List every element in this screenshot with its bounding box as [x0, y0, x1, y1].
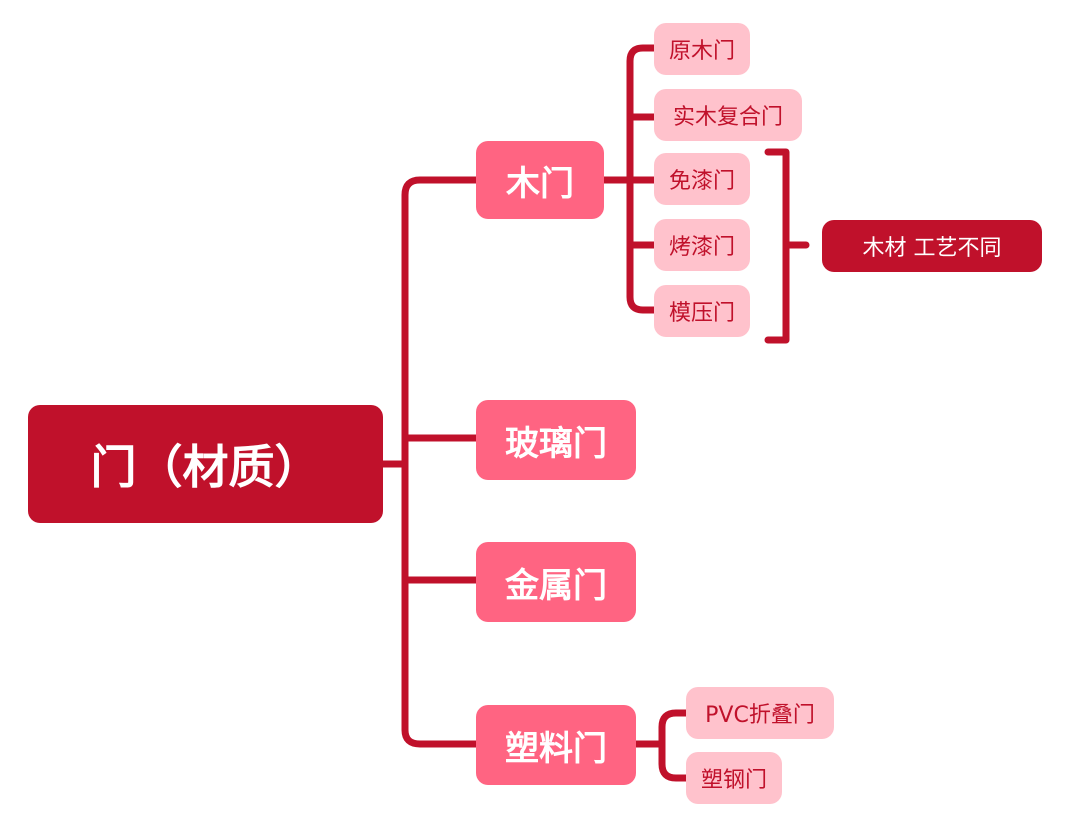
branch-node-plastic: 塑料门: [476, 705, 636, 785]
leaf-label: 原木门: [668, 39, 735, 64]
root-label: 门（材质）: [90, 440, 321, 494]
root-node: 门（材质）: [28, 405, 383, 523]
branch-label: 玻璃门: [505, 423, 607, 464]
leaf-node: 实木复合门: [654, 89, 802, 141]
branch-label: 木门: [506, 163, 574, 204]
leaf-label: 模压门: [668, 301, 735, 326]
leaf-label: 烤漆门: [668, 235, 735, 260]
leaf-label: 塑钢门: [700, 768, 767, 793]
leaf-node: 模压门: [654, 285, 750, 337]
leaf-node: PVC折叠门: [686, 687, 834, 739]
leaf-node: 塑钢门: [686, 752, 782, 804]
branch-node-metal: 金属门: [476, 542, 636, 622]
leaf-node: 烤漆门: [654, 219, 750, 271]
branch-node-glass: 玻璃门: [476, 400, 636, 480]
branch-label: 金属门: [505, 565, 607, 606]
leaf-label: 免漆门: [668, 169, 735, 194]
branch-label: 塑料门: [505, 728, 607, 769]
plastic-children-trunk: [658, 709, 690, 782]
note-label: 木材 工艺不同: [862, 236, 1002, 261]
leaf-node: 原木门: [654, 23, 750, 75]
branch-trunk: [401, 176, 480, 748]
branch-node-wood: 木门: [476, 141, 604, 219]
note-node: 木材 工艺不同: [822, 220, 1042, 272]
leaf-node: 免漆门: [654, 153, 750, 205]
leaf-label: 实木复合门: [672, 105, 783, 130]
leaf-label: PVC折叠门: [705, 703, 815, 728]
